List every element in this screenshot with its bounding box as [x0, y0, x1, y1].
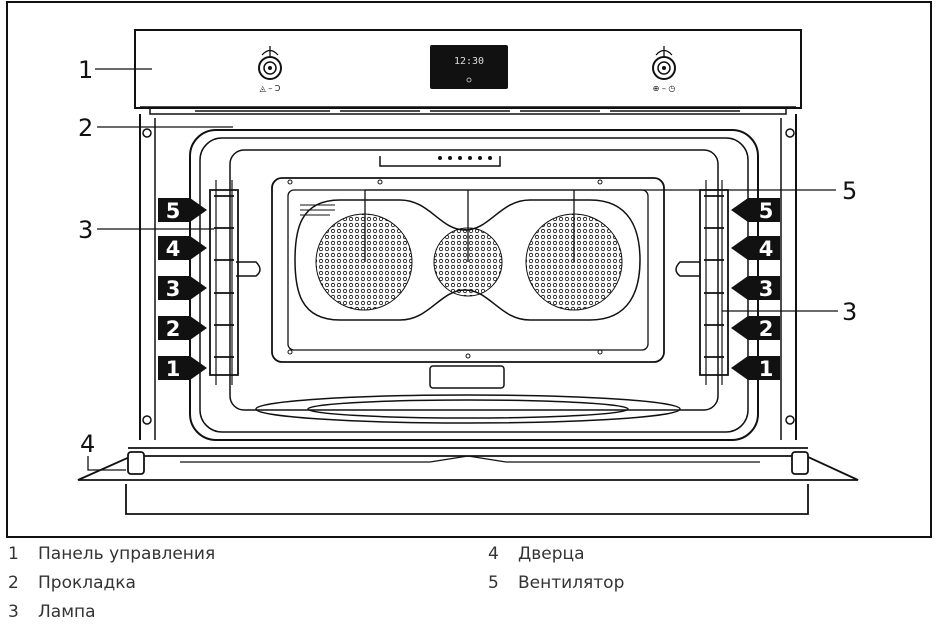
callout-4: 4: [80, 430, 95, 458]
left-level-3: 3: [166, 277, 181, 301]
legend-item-3: 3 Лампа: [8, 602, 96, 622]
right-knob-symbols: ⊕ – ◷: [653, 84, 676, 93]
left-level-1: 1: [166, 357, 181, 381]
left-knob-symbols: ◬ – Ↄ: [260, 84, 281, 93]
legend-num: 4: [488, 544, 499, 564]
legend-label: Дверца: [518, 544, 585, 564]
left-lamp: [236, 261, 261, 277]
callout-2: 2: [78, 114, 93, 142]
right-level-1: 1: [759, 357, 774, 381]
right-shelf-markers: [731, 198, 780, 380]
legend-label: Лампа: [38, 602, 96, 622]
left-shelf-rack: [209, 180, 239, 385]
fan-left-icon: [315, 213, 413, 311]
legend-item-2: 2 Прокладка: [8, 573, 136, 593]
right-level-3: 3: [759, 277, 774, 301]
oven-door: [77, 447, 859, 515]
clock-time: 12:30: [454, 56, 484, 67]
legend-num: 5: [488, 573, 499, 593]
legend-item-5: 5 Вентилятор: [488, 573, 624, 593]
callout-5: 5: [842, 177, 857, 205]
left-shelf-markers: [158, 198, 207, 380]
clock-display: [430, 45, 508, 89]
legend-label: Прокладка: [38, 573, 136, 593]
right-knob-icon: [652, 46, 676, 80]
right-level-2: 2: [759, 317, 774, 341]
right-level-4: 4: [759, 237, 774, 261]
panel-vents: [149, 107, 787, 115]
right-lamp: [675, 261, 700, 277]
left-level-5: 5: [166, 199, 181, 223]
legend-num: 2: [8, 573, 19, 593]
legend-num: 3: [8, 602, 19, 622]
callout-lines: [87, 68, 838, 471]
legend-label: Вентилятор: [518, 573, 625, 593]
oven-floor: [255, 394, 681, 424]
callout-3-right: 3: [842, 298, 857, 326]
oven-body: [139, 114, 797, 440]
left-knob-icon: [258, 46, 282, 80]
legend-item-4: 4 Дверца: [488, 544, 585, 564]
right-level-5: 5: [759, 199, 774, 223]
legend-label: Панель управления: [38, 544, 216, 564]
legend-item-1: 1 Панель управления: [8, 544, 215, 564]
legend-num: 1: [8, 544, 19, 564]
left-level-2: 2: [166, 317, 181, 341]
left-level-4: 4: [166, 237, 181, 261]
callout-3-left: 3: [78, 216, 93, 244]
callout-1: 1: [78, 56, 93, 84]
